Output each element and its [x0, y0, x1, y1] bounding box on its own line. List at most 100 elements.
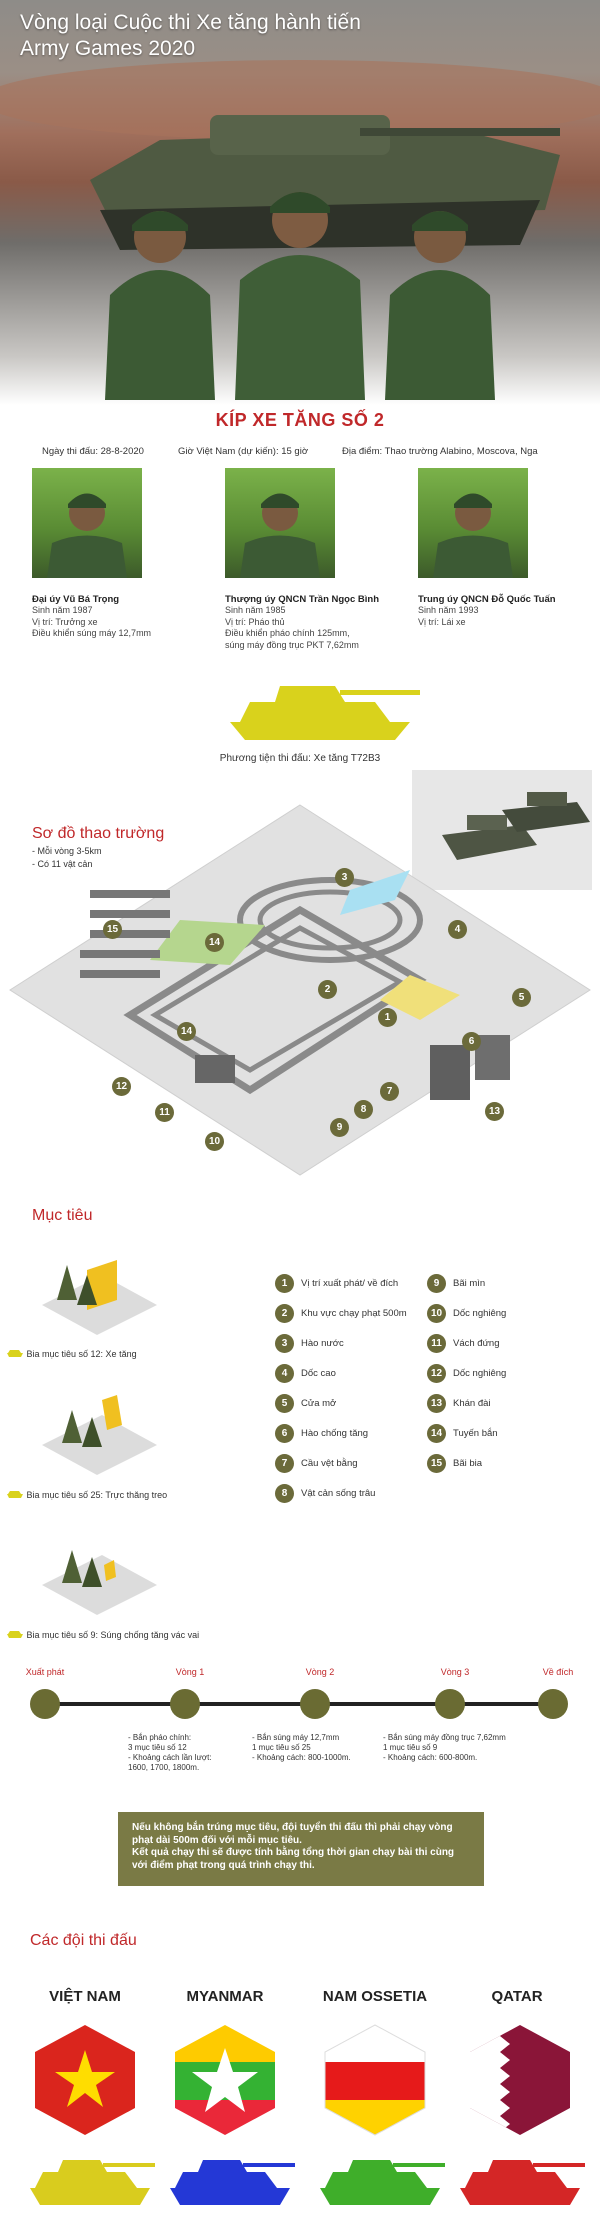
legend-label: Vị trí xuất phát/ về đích — [301, 1277, 399, 1289]
page-title: Vòng loại Cuộc thi Xe tăng hành tiến Arm… — [20, 10, 361, 62]
title-line-2: Army Games 2020 — [20, 37, 196, 60]
legend-label: Bãi mìn — [453, 1277, 486, 1289]
marker: 15 — [103, 920, 122, 939]
legend-number: 13 — [427, 1393, 446, 1413]
match-time: Giờ Việt Nam (dự kiến): 15 giờ — [178, 446, 309, 457]
tl-dot — [538, 1689, 568, 1719]
legend-number: 8 — [275, 1483, 294, 1503]
course-map — [9, 804, 591, 1176]
tl-label-lap3: Vòng 3 — [440, 1667, 470, 1677]
legend-number: 1 — [275, 1273, 294, 1293]
legend-label: Vách đứng — [453, 1337, 500, 1349]
legend-label: Tuyến bắn — [453, 1427, 498, 1439]
match-date: Ngày thi đấu: 28-8-2020 — [42, 446, 144, 457]
tl-dot — [30, 1689, 60, 1719]
member-1: Đại úy Vũ Bá Trọng Sinh năm 1987 Vị trí:… — [32, 594, 182, 640]
member-name: Trung úy QNCN Đỗ Quốc Tuấn — [418, 594, 556, 605]
flag-vietnam — [35, 2025, 135, 2135]
member-2: Thượng úy QNCN Trần Ngọc Bình Sinh năm 1… — [225, 594, 395, 651]
tl-label-lap2: Vòng 2 — [305, 1667, 335, 1677]
penalty-note: Nếu không bắn trúng mục tiêu, đội tuyển … — [118, 1812, 484, 1886]
t72b3-tank-icon — [230, 686, 420, 740]
portrait-3 — [418, 468, 528, 578]
tl-label-start: Xuất phát — [25, 1667, 65, 1677]
team-name-vietnam: VIỆT NAM — [49, 1988, 121, 2005]
tanks-photo — [412, 770, 592, 890]
marker: 14 — [177, 1022, 196, 1041]
match-place: Địa điểm: Thao trường Alabino, Moscova, … — [342, 446, 538, 457]
tl-note-2: - Bắn súng máy 12,7mm 1 mục tiêu số 25 -… — [252, 1733, 351, 1762]
soldier-left — [105, 211, 215, 400]
legend-item: 13 Khán đài — [427, 1388, 506, 1418]
member-desc: Sinh năm 1993 Vị trí: Lái xe — [418, 605, 479, 627]
target-label: Bia mục tiêu số 9: Súng chống tăng vác v… — [26, 1630, 200, 1640]
flag-south-ossetia — [324, 2024, 426, 2136]
legend-label: Khán đài — [453, 1397, 491, 1409]
marker: 7 — [380, 1082, 399, 1101]
legend-label: Cầu vệt bằng — [301, 1457, 358, 1469]
legend-number: 2 — [275, 1303, 294, 1323]
tl-dot — [435, 1689, 465, 1719]
target-label: Bia mục tiêu số 12: Xe tăng — [26, 1349, 137, 1359]
course-note-1: - Mỗi vòng 3-5km — [32, 846, 102, 856]
tl-label-lap1: Vòng 1 — [175, 1667, 205, 1677]
team-tanks — [0, 2150, 600, 2220]
legend-label: Bãi bia — [453, 1457, 483, 1469]
vehicle-label: Phương tiện thi đấu: Xe tăng T72B3 — [219, 753, 381, 764]
legend-label: Hào chống tăng — [301, 1427, 369, 1439]
member-name: Đại úy Vũ Bá Trọng — [32, 594, 120, 605]
marker: 13 — [485, 1102, 504, 1121]
flag-qatar — [470, 2025, 570, 2135]
legend-label: Cửa mở — [301, 1397, 337, 1409]
soldier-center — [235, 192, 365, 400]
member-desc: Sinh năm 1987 Vị trí: Trưởng xe Điều khi… — [32, 605, 152, 638]
portrait-1 — [32, 468, 142, 578]
marker: 4 — [448, 920, 467, 939]
marker: 8 — [354, 1100, 373, 1119]
target-caption-2: Bia mục tiêu số 25: Trực thăng treo — [6, 1488, 167, 1500]
crew-title: KÍP XE TĂNG SỐ 2 — [215, 410, 385, 430]
marker: 3 — [335, 868, 354, 887]
course-markers: 3 4 5 2 1 6 7 8 9 13 10 11 12 14 14 15 — [0, 800, 600, 1180]
tank-icon — [7, 1631, 23, 1638]
tl-note-3: - Bắn súng máy đồng trục 7,62mm 1 mục ti… — [383, 1733, 506, 1762]
team-name-south-ossetia: NAM OSSETIA — [322, 1988, 428, 2005]
member-3: Trung úy QNCN Đỗ Quốc Tuấn Sinh năm 1993… — [418, 594, 588, 628]
legend-number: 5 — [275, 1393, 294, 1413]
marker: 5 — [512, 988, 531, 1007]
target-helicopter-illustration — [42, 1395, 157, 1475]
legend-item: 11 Vách đứng — [427, 1328, 506, 1358]
legend-label: Dốc cao — [301, 1367, 336, 1379]
tl-label-finish: Về đích — [542, 1667, 574, 1677]
legend-item: 4 Dốc cao — [275, 1358, 407, 1388]
member-desc: Sinh năm 1985 Vị trí: Pháo thủ Điều khiể… — [225, 605, 359, 650]
team-tank-icon — [170, 2160, 295, 2205]
legend-number: 4 — [275, 1363, 294, 1383]
course-title: Sơ đồ thao trường — [32, 825, 165, 842]
crew-soldiers — [105, 192, 495, 400]
target-atgm-illustration — [42, 1550, 157, 1615]
legend-number: 3 — [275, 1333, 294, 1353]
course-note-2: - Có 11 vật cản — [32, 859, 93, 869]
team-name-qatar: QATAR — [491, 1988, 543, 2005]
marker: 9 — [330, 1118, 349, 1137]
legend-number: 7 — [275, 1453, 294, 1473]
timeline: Xuất phát Vòng 1 Vòng 2 Vòng 3 Về đích — [20, 1667, 590, 1727]
tl-dot — [170, 1689, 200, 1719]
teams-title: Các đội thi đấu — [30, 1932, 137, 1949]
target-caption-1: Bia mục tiêu số 12: Xe tăng — [6, 1347, 137, 1359]
target-caption-3: Bia mục tiêu số 9: Súng chống tăng vác v… — [6, 1628, 199, 1640]
member-name: Thượng úy QNCN Trần Ngọc Bình — [225, 594, 380, 605]
legend-number: 11 — [427, 1333, 446, 1353]
marker: 2 — [318, 980, 337, 999]
hero-banner: Vòng loại Cuộc thi Xe tăng hành tiến Arm… — [0, 0, 600, 405]
legend-item: 5 Cửa mở — [275, 1388, 407, 1418]
tl-dot — [300, 1689, 330, 1719]
tl-note-1: - Bắn pháo chính: 3 mục tiêu số 12 - Kho… — [128, 1733, 212, 1772]
